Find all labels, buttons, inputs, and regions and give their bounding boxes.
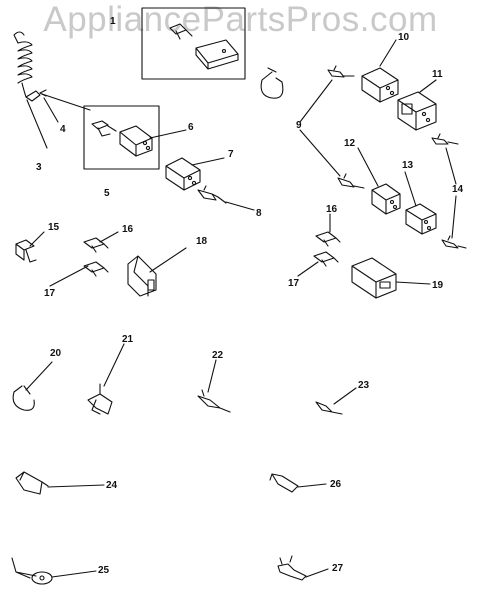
callout-c20: 20 [50, 348, 62, 359]
callout-c4: 4 [60, 124, 66, 135]
callout-c24: 24 [106, 480, 118, 491]
part-11-connector [397, 91, 437, 131]
part-21-clip [87, 383, 113, 415]
callout-c11: 11 [432, 69, 443, 80]
callout-c25: 25 [98, 565, 110, 576]
callout-c1: 1 [110, 16, 116, 27]
callout-c21: 21 [122, 334, 134, 345]
callout-c3: 3 [36, 162, 42, 173]
callout-c13: 13 [402, 160, 414, 171]
part-9-terminal-lower [337, 173, 365, 189]
callout-c17a: 17 [44, 288, 56, 299]
part-17-terminal-left [83, 261, 109, 277]
part-14-terminal-lower [441, 235, 467, 249]
part-20-clip [12, 385, 35, 411]
part-24-terminal [15, 471, 49, 495]
part-27-terminal [277, 555, 307, 581]
part-12-connector [371, 183, 401, 215]
part-16-terminal-right [315, 231, 341, 247]
part-25-ring-terminal [11, 557, 53, 585]
watermark-text: AppliancePartsPros.com [43, 0, 438, 39]
kit-5-box [83, 105, 160, 170]
callout-c16a: 16 [122, 224, 134, 235]
part-10-connector [361, 67, 399, 103]
part-18-housing [127, 255, 157, 297]
kit-1-box [141, 7, 246, 80]
part-22-terminal [197, 389, 231, 413]
callout-c7: 7 [228, 149, 234, 160]
callout-c26: 26 [330, 479, 342, 490]
part-15-clip [15, 239, 37, 263]
part-6-connector [119, 125, 153, 157]
callout-c10: 10 [398, 32, 410, 43]
callout-c19: 19 [432, 280, 444, 291]
part-7-connector [165, 157, 201, 191]
callout-c8: 8 [256, 208, 262, 219]
callout-c15: 15 [48, 222, 60, 233]
callout-c9: 9 [296, 120, 302, 131]
callout-c12: 12 [344, 138, 356, 149]
part-3-coil-wire [13, 31, 48, 149]
callout-c5: 5 [104, 188, 110, 199]
part-9-terminal-upper [327, 65, 355, 78]
part-17-terminal-right [313, 251, 339, 267]
callout-c17b: 17 [288, 278, 300, 289]
callout-c18: 18 [196, 236, 208, 247]
part-8-terminal [197, 185, 227, 204]
callout-c22: 22 [212, 350, 224, 361]
part-16-terminal-left [83, 237, 109, 253]
callout-c16b: 16 [326, 204, 338, 215]
callout-c23: 23 [358, 380, 370, 391]
callout-c14: 14 [452, 184, 464, 195]
part-1-connector [195, 39, 239, 70]
part-5-terminal [91, 120, 117, 137]
part-1-terminal [169, 23, 193, 40]
part-13-connector [405, 203, 437, 235]
part-10-clamp [260, 67, 284, 99]
part-19-housing [351, 257, 397, 299]
callout-c6: 6 [188, 122, 194, 133]
callout-c27: 27 [332, 563, 344, 574]
part-14-terminal-upper [431, 133, 459, 145]
part-23-terminal [315, 401, 343, 415]
part-26-terminal [269, 473, 299, 493]
